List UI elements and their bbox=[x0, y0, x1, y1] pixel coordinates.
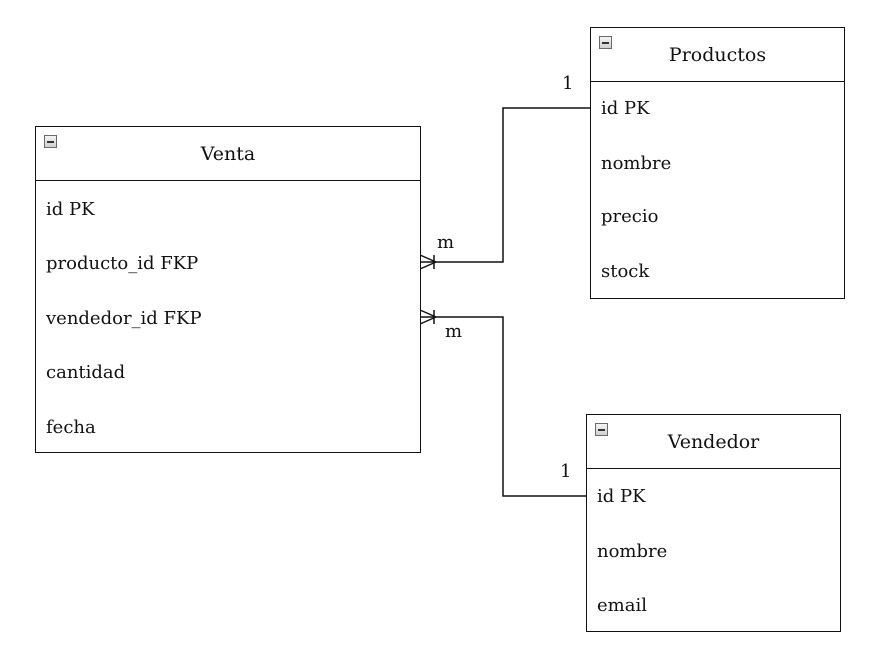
entity-vendedor[interactable]: Vendedor id PK nombre email bbox=[586, 414, 841, 632]
entity-title: Venta bbox=[200, 143, 256, 165]
attribute-email[interactable]: email bbox=[597, 595, 647, 616]
entity-vendedor-header: Vendedor bbox=[587, 415, 840, 469]
attribute-producto-id[interactable]: producto_id FKP bbox=[46, 253, 199, 274]
attribute-cantidad[interactable]: cantidad bbox=[46, 362, 126, 383]
cardinality-venta-productos-many: m bbox=[437, 232, 455, 253]
attribute-id[interactable]: id PK bbox=[597, 486, 646, 507]
entity-venta-header: Venta bbox=[36, 127, 420, 181]
collapse-icon[interactable] bbox=[595, 423, 608, 436]
attribute-fecha[interactable]: fecha bbox=[46, 417, 96, 438]
attribute-stock[interactable]: stock bbox=[601, 261, 650, 282]
entity-title: Productos bbox=[668, 44, 767, 66]
connector-venta-vendedor bbox=[420, 316, 587, 497]
crows-foot-many-productos bbox=[419, 254, 437, 270]
collapse-icon[interactable] bbox=[599, 36, 612, 49]
collapse-icon[interactable] bbox=[44, 135, 57, 148]
cardinality-venta-vendedor-one: 1 bbox=[560, 461, 572, 482]
cardinality-venta-vendedor-many: m bbox=[445, 321, 463, 342]
cardinality-venta-productos-one: 1 bbox=[562, 73, 574, 94]
attribute-precio[interactable]: precio bbox=[601, 206, 659, 227]
entity-productos[interactable]: Productos id PK nombre precio stock bbox=[590, 27, 845, 299]
attribute-id[interactable]: id PK bbox=[601, 98, 650, 119]
crows-foot-many-vendedor bbox=[419, 309, 437, 325]
attribute-id[interactable]: id PK bbox=[46, 199, 95, 220]
attribute-nombre[interactable]: nombre bbox=[597, 541, 668, 562]
entity-title: Vendedor bbox=[667, 431, 760, 453]
attribute-vendedor-id[interactable]: vendedor_id FKP bbox=[46, 308, 202, 329]
entity-venta[interactable]: Venta id PK producto_id FKP vendedor_id … bbox=[35, 126, 421, 453]
connector-venta-productos bbox=[420, 107, 591, 263]
attribute-nombre[interactable]: nombre bbox=[601, 153, 672, 174]
entity-productos-header: Productos bbox=[591, 28, 844, 82]
